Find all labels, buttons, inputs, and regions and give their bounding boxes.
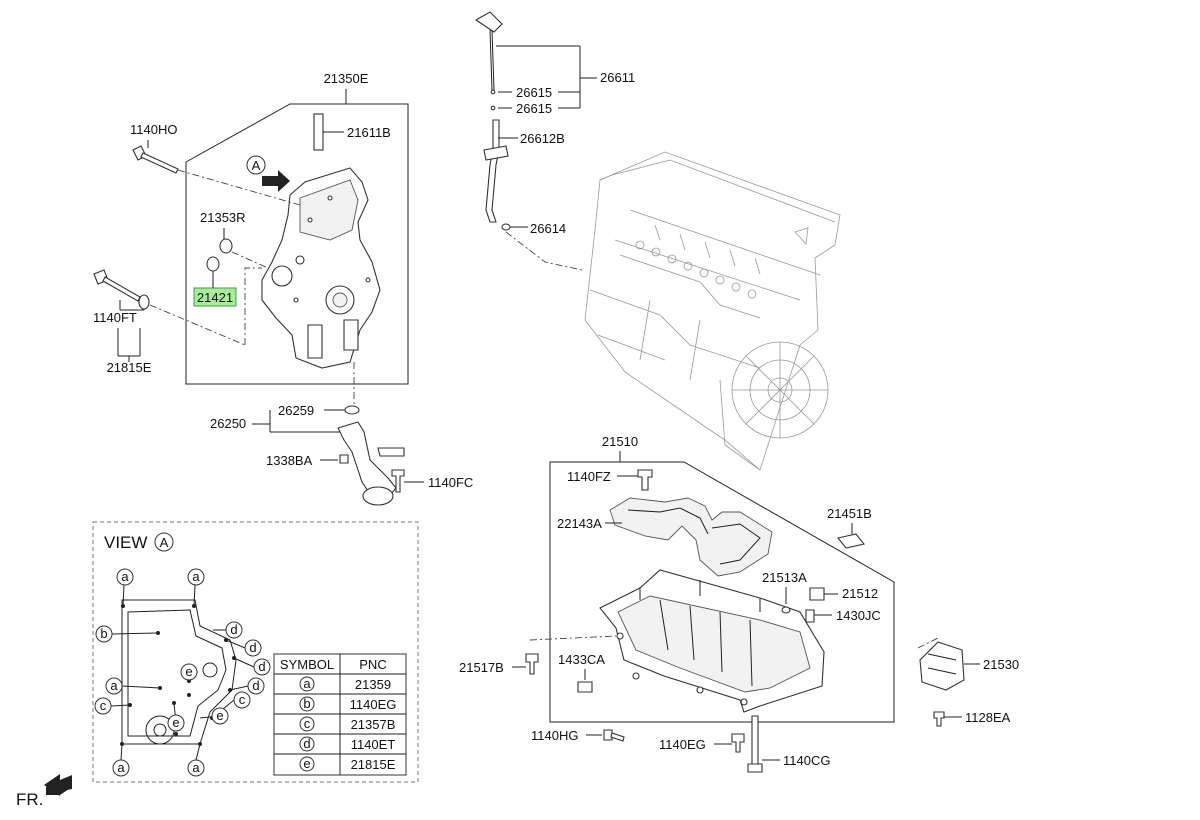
table-row-symbol: b [303, 696, 310, 711]
engine-block-illustration [584, 151, 841, 471]
table-row-pnc[interactable]: 1140ET [351, 737, 396, 752]
label-1430JC[interactable]: 1430JC [836, 608, 881, 623]
label-26615-a[interactable]: 26615 [516, 85, 552, 100]
view-title: VIEW [104, 533, 147, 552]
dipstick-group: 26611 26615 26615 26612B 26614 [474, 11, 635, 271]
label-1140HG[interactable]: 1140HG [531, 728, 578, 743]
oil-pan-bolts-group: 1140HG 1140EG 1140CG [531, 715, 830, 773]
table-row-symbol: d [303, 736, 310, 751]
table-row-pnc[interactable]: 21357B [351, 717, 396, 732]
label-1140FT[interactable]: 1140FT [93, 310, 137, 325]
label-21421[interactable]: 21421 [197, 290, 233, 305]
table-row-symbol: e [303, 756, 310, 771]
label-1140FZ[interactable]: 1140FZ [567, 469, 611, 484]
marker-c-2: c [239, 692, 246, 707]
label-1433CA[interactable]: 1433CA [558, 652, 605, 667]
table-row-pnc[interactable]: 1140EG [350, 697, 397, 712]
oil-strainer-group: 26259 26250 1338BA 1140FC [210, 403, 473, 506]
marker-a-5: a [192, 760, 200, 775]
table-header-symbol: SYMBOL [280, 657, 334, 672]
label-21353R[interactable]: 21353R [200, 210, 246, 225]
label-21517B[interactable]: 21517B [459, 660, 504, 675]
timing-cover-group: 21350E 21611B A 21353R 21421 1140HO [93, 71, 409, 404]
marker-d-3: d [258, 659, 265, 674]
view-a-marker-letter: A [252, 158, 261, 173]
view-a-arrow-icon [262, 170, 290, 192]
marker-e-1: e [185, 664, 192, 679]
label-26612B[interactable]: 26612B [520, 131, 565, 146]
marker-d-1: d [230, 622, 237, 637]
marker-d-2: d [249, 640, 256, 655]
table-row-pnc[interactable]: 21359 [355, 677, 391, 692]
label-21350E[interactable]: 21350E [324, 71, 369, 86]
table-row-symbol: a [303, 676, 311, 691]
label-1338BA[interactable]: 1338BA [266, 453, 313, 468]
label-26614[interactable]: 26614 [530, 221, 566, 236]
view-letter: A [160, 535, 169, 550]
view-a-panel: VIEW A a a b d d d [92, 521, 419, 783]
label-1140FC[interactable]: 1140FC [428, 475, 473, 490]
label-21451B[interactable]: 21451B [827, 506, 872, 521]
marker-e-3: e [216, 708, 223, 723]
marker-a-4: a [117, 760, 125, 775]
label-26250[interactable]: 26250 [210, 416, 246, 431]
marker-e-2: e [172, 715, 179, 730]
marker-c-1: c [100, 698, 107, 713]
oil-pan-group: 21510 1140FZ 22143A 21451B 21513A 21512 [459, 434, 1019, 727]
label-1140EG[interactable]: 1140EG [659, 737, 706, 752]
symbol-table: SYMBOL PNC a 21359 b 1140EG c 21357B d 1… [273, 653, 407, 776]
table-row-symbol: c [304, 716, 311, 731]
label-26611[interactable]: 26611 [600, 70, 635, 85]
label-21513A[interactable]: 21513A [762, 570, 807, 585]
label-1140CG[interactable]: 1140CG [783, 753, 830, 768]
label-21510[interactable]: 21510 [602, 434, 638, 449]
table-row-pnc[interactable]: 21815E [351, 757, 396, 772]
view-a-marker [246, 155, 266, 175]
highlight-21421 [193, 287, 237, 307]
marker-a-3: a [110, 678, 118, 693]
marker-d-4: d [252, 678, 259, 693]
marker-a-1: a [121, 569, 129, 584]
front-label: FR. [16, 790, 43, 809]
label-26615-b[interactable]: 26615 [516, 101, 552, 116]
label-21611B[interactable]: 21611B [347, 125, 391, 140]
label-21530[interactable]: 21530 [983, 657, 1019, 672]
label-21512[interactable]: 21512 [842, 586, 878, 601]
marker-a-2: a [192, 569, 200, 584]
label-1140HO[interactable]: 1140HO [130, 122, 177, 137]
label-21815E[interactable]: 21815E [107, 360, 152, 375]
marker-b: b [100, 626, 107, 641]
label-26259[interactable]: 26259 [278, 403, 314, 418]
table-header-pnc: PNC [359, 657, 386, 672]
front-indicator: FR. [16, 774, 72, 809]
label-1128EA[interactable]: 1128EA [965, 710, 1011, 725]
view-markers: a a b d d d d e a c c e e a [94, 568, 271, 777]
label-22143A[interactable]: 22143A [557, 516, 602, 531]
